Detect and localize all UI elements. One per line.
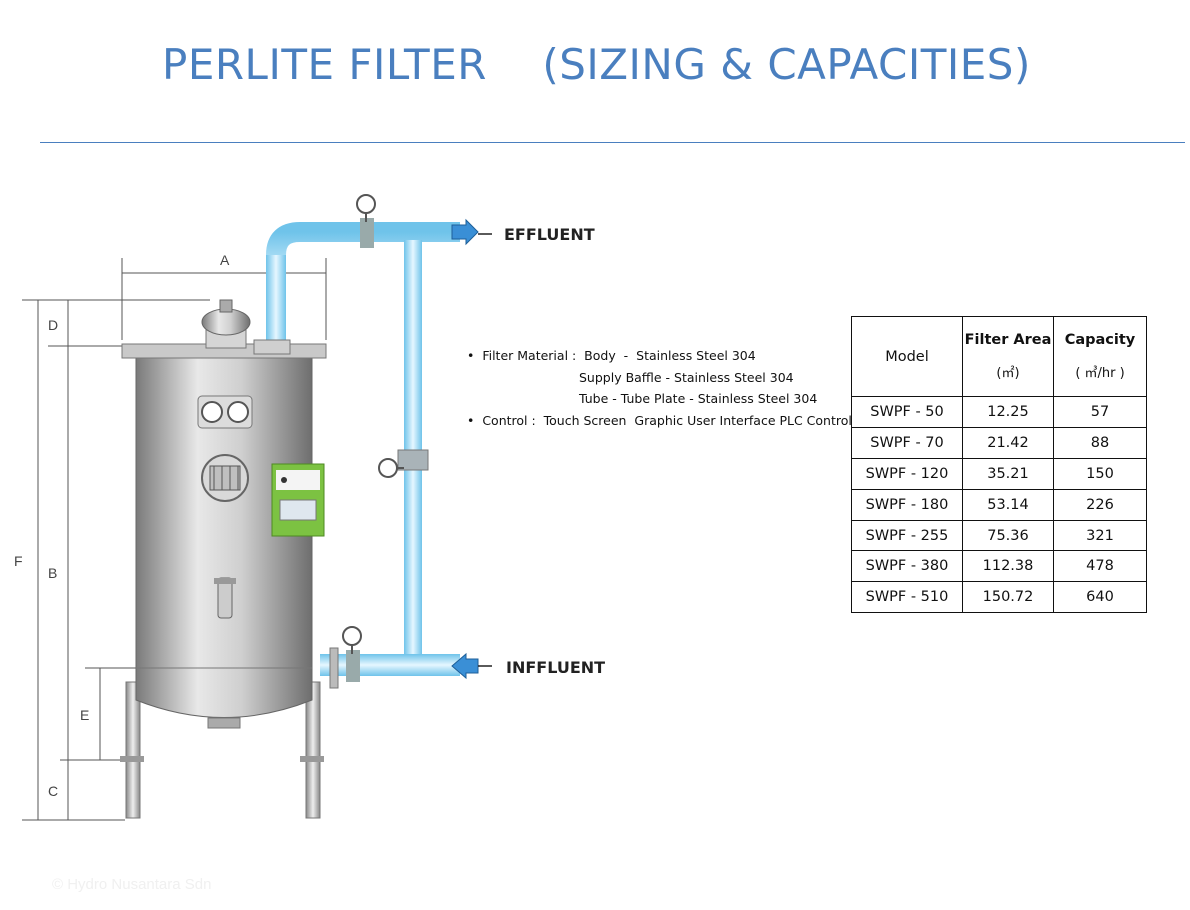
cell-model: SWPF - 180 <box>851 488 963 521</box>
spec-line-tube: Tube - Tube Plate - Stainless Steel 304 <box>579 391 818 406</box>
effluent-arrow-icon <box>451 218 492 246</box>
cell-area: 150.72 <box>962 581 1054 614</box>
cell-area: 53.14 <box>962 488 1054 521</box>
header-area-unit: (㎡) <box>996 366 1020 381</box>
effluent-label: EFFLUENT <box>504 225 595 244</box>
spec-line-control: • Control : Touch Screen Graphic User In… <box>467 410 852 432</box>
valve-middle-icon <box>378 458 404 478</box>
capacity-table: Model Filter Area (㎡) Capacity ( ㎥/hr ) … <box>851 316 1147 614</box>
cell-area: 12.25 <box>962 396 1054 428</box>
spec-list: • Filter Material : Body - Stainless Ste… <box>467 345 852 431</box>
cell-model: SWPF - 50 <box>851 396 963 428</box>
sight-glass-icon <box>201 454 249 502</box>
drain-filter-icon <box>214 577 236 619</box>
header-area-label: Filter Area <box>964 332 1052 348</box>
dim-label-b: B <box>48 565 57 581</box>
cell-capacity: 57 <box>1053 396 1147 428</box>
cell-area: 75.36 <box>962 519 1054 552</box>
cell-area: 21.42 <box>962 426 1054 459</box>
table-header-row: Model Filter Area (㎡) Capacity ( ㎥/hr ) <box>851 316 1147 397</box>
dim-label-a: A <box>220 252 230 268</box>
dim-label-d: D <box>48 317 58 333</box>
dim-label-f: F <box>14 553 23 569</box>
cell-model: SWPF - 510 <box>851 581 963 614</box>
cell-capacity: 226 <box>1053 488 1147 521</box>
influent-label: INFFLUENT <box>506 658 605 677</box>
header-capacity-label: Capacity <box>1064 332 1136 348</box>
cell-capacity: 321 <box>1053 519 1147 552</box>
header-capacity: Capacity ( ㎥/hr ) <box>1053 316 1147 397</box>
cell-capacity: 150 <box>1053 457 1147 490</box>
dim-label-e: E <box>80 707 89 723</box>
spec-text: Filter Material : Body - Stainless Steel… <box>482 348 756 363</box>
header-capacity-unit: ( ㎥/hr ) <box>1075 366 1125 381</box>
valve-bottom-icon <box>342 626 362 654</box>
cell-capacity: 88 <box>1053 426 1147 459</box>
influent-arrow-icon <box>451 652 492 680</box>
top-manway <box>201 299 291 355</box>
cell-model: SWPF - 380 <box>851 550 963 583</box>
pressure-gauge-icon <box>197 395 253 429</box>
copyright-watermark: © Hydro Nusantara Sdn <box>52 876 212 893</box>
header-model: Model <box>851 316 963 397</box>
pipework <box>266 218 460 689</box>
spec-text: Control : Touch Screen Graphic User Inte… <box>482 412 852 428</box>
dim-label-c: C <box>48 783 58 799</box>
valve-top-icon <box>356 194 376 222</box>
spec-line-baffle: Supply Baffle - Stainless Steel 304 <box>579 369 794 385</box>
cell-area: 35.21 <box>962 457 1054 490</box>
control-panel-icon <box>271 463 325 537</box>
cell-model: SWPF - 120 <box>851 457 963 490</box>
bullet: • <box>467 412 475 428</box>
cell-capacity: 478 <box>1053 550 1147 583</box>
bullet: • <box>467 348 475 363</box>
cell-model: SWPF - 255 <box>851 519 963 552</box>
cell-model: SWPF - 70 <box>851 426 963 459</box>
cell-area: 112.38 <box>962 550 1054 583</box>
title-divider <box>40 142 1185 143</box>
header-filter-area: Filter Area (㎡) <box>962 316 1054 397</box>
page-title: PERLITE FILTER (SIZING & CAPACITIES) <box>162 40 1031 89</box>
support-legs <box>120 681 324 819</box>
cell-capacity: 640 <box>1053 581 1147 614</box>
spec-line-material: • Filter Material : Body - Stainless Ste… <box>467 345 852 367</box>
